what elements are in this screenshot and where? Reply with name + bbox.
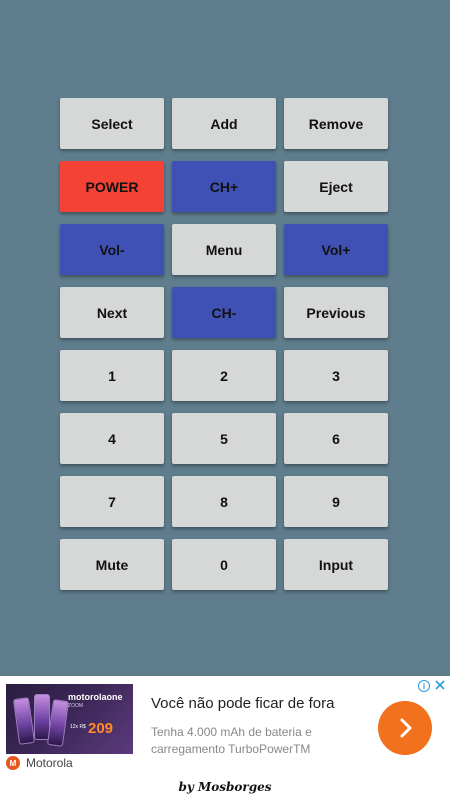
input-button[interactable]: Input bbox=[284, 539, 388, 590]
digit-3-button[interactable]: 3 bbox=[284, 350, 388, 401]
button-label: 2 bbox=[220, 367, 228, 384]
ad-image-price: 209 bbox=[88, 720, 114, 737]
phone-image bbox=[12, 697, 36, 745]
button-label: Remove bbox=[308, 115, 364, 132]
button-label: Vol+ bbox=[321, 241, 351, 258]
previous-button[interactable]: Previous bbox=[284, 287, 388, 338]
button-label: Add bbox=[210, 115, 238, 132]
footer-credit: by Mosborges bbox=[0, 774, 450, 800]
digit-6-button[interactable]: 6 bbox=[284, 413, 388, 464]
ad-banner[interactable]: motorolaone ZOOM 12x R$ 209 M Motorola V… bbox=[0, 676, 450, 774]
ad-image-from: 12x R$ bbox=[70, 724, 86, 730]
motorola-logo-icon: M bbox=[6, 756, 20, 770]
power-button[interactable]: POWER bbox=[60, 161, 164, 212]
select-button[interactable]: Select bbox=[60, 98, 164, 149]
button-label: 0 bbox=[220, 556, 228, 573]
close-icon[interactable] bbox=[434, 679, 446, 691]
button-label: Input bbox=[318, 556, 354, 573]
button-label: Select bbox=[91, 115, 133, 132]
button-label: 6 bbox=[332, 430, 340, 447]
next-button[interactable]: Next bbox=[60, 287, 164, 338]
menu-button[interactable]: Menu bbox=[172, 224, 276, 275]
button-label: 7 bbox=[108, 493, 116, 510]
ad-image[interactable]: motorolaone ZOOM 12x R$ 209 bbox=[6, 684, 133, 754]
button-label: CH- bbox=[211, 304, 237, 321]
button-label: 9 bbox=[332, 493, 340, 510]
button-label: 3 bbox=[332, 367, 340, 384]
add-button[interactable]: Add bbox=[172, 98, 276, 149]
eject-button[interactable]: Eject bbox=[284, 161, 388, 212]
volume-up-button[interactable]: Vol+ bbox=[284, 224, 388, 275]
phone-image bbox=[46, 699, 70, 747]
button-label: POWER bbox=[85, 178, 139, 195]
button-label: Menu bbox=[205, 241, 243, 258]
button-label: 5 bbox=[220, 430, 228, 447]
digit-2-button[interactable]: 2 bbox=[172, 350, 276, 401]
ad-advertiser[interactable]: M Motorola bbox=[6, 754, 73, 772]
ad-headline[interactable]: Você não pode ficar de fora bbox=[151, 695, 335, 712]
button-label: 8 bbox=[220, 493, 228, 510]
remove-button[interactable]: Remove bbox=[284, 98, 388, 149]
digit-9-button[interactable]: 9 bbox=[284, 476, 388, 527]
ad-image-sub: ZOOM bbox=[68, 703, 83, 709]
chevron-right-icon bbox=[400, 718, 412, 738]
button-label: CH+ bbox=[209, 178, 239, 195]
ad-cta-button[interactable] bbox=[378, 701, 432, 755]
info-icon[interactable]: i bbox=[418, 680, 430, 692]
ad-image-brand: motorolaone bbox=[68, 692, 123, 702]
ad-body[interactable]: Tenha 4.000 mAh de bateria e carregament… bbox=[151, 725, 312, 756]
digit-1-button[interactable]: 1 bbox=[60, 350, 164, 401]
button-label: 4 bbox=[108, 430, 116, 447]
digit-4-button[interactable]: 4 bbox=[60, 413, 164, 464]
button-label: 1 bbox=[108, 367, 116, 384]
digit-8-button[interactable]: 8 bbox=[172, 476, 276, 527]
button-label: Mute bbox=[95, 556, 129, 573]
volume-down-button[interactable]: Vol- bbox=[60, 224, 164, 275]
digit-7-button[interactable]: 7 bbox=[60, 476, 164, 527]
ad-advertiser-name: Motorola bbox=[26, 756, 73, 770]
button-label: Vol- bbox=[99, 241, 125, 258]
digit-5-button[interactable]: 5 bbox=[172, 413, 276, 464]
mute-button[interactable]: Mute bbox=[60, 539, 164, 590]
button-label: Previous bbox=[306, 304, 366, 321]
channel-up-button[interactable]: CH+ bbox=[172, 161, 276, 212]
channel-down-button[interactable]: CH- bbox=[172, 287, 276, 338]
button-label: Eject bbox=[319, 178, 353, 195]
button-label: Next bbox=[96, 304, 128, 321]
digit-0-button[interactable]: 0 bbox=[172, 539, 276, 590]
phone-image bbox=[34, 694, 50, 740]
